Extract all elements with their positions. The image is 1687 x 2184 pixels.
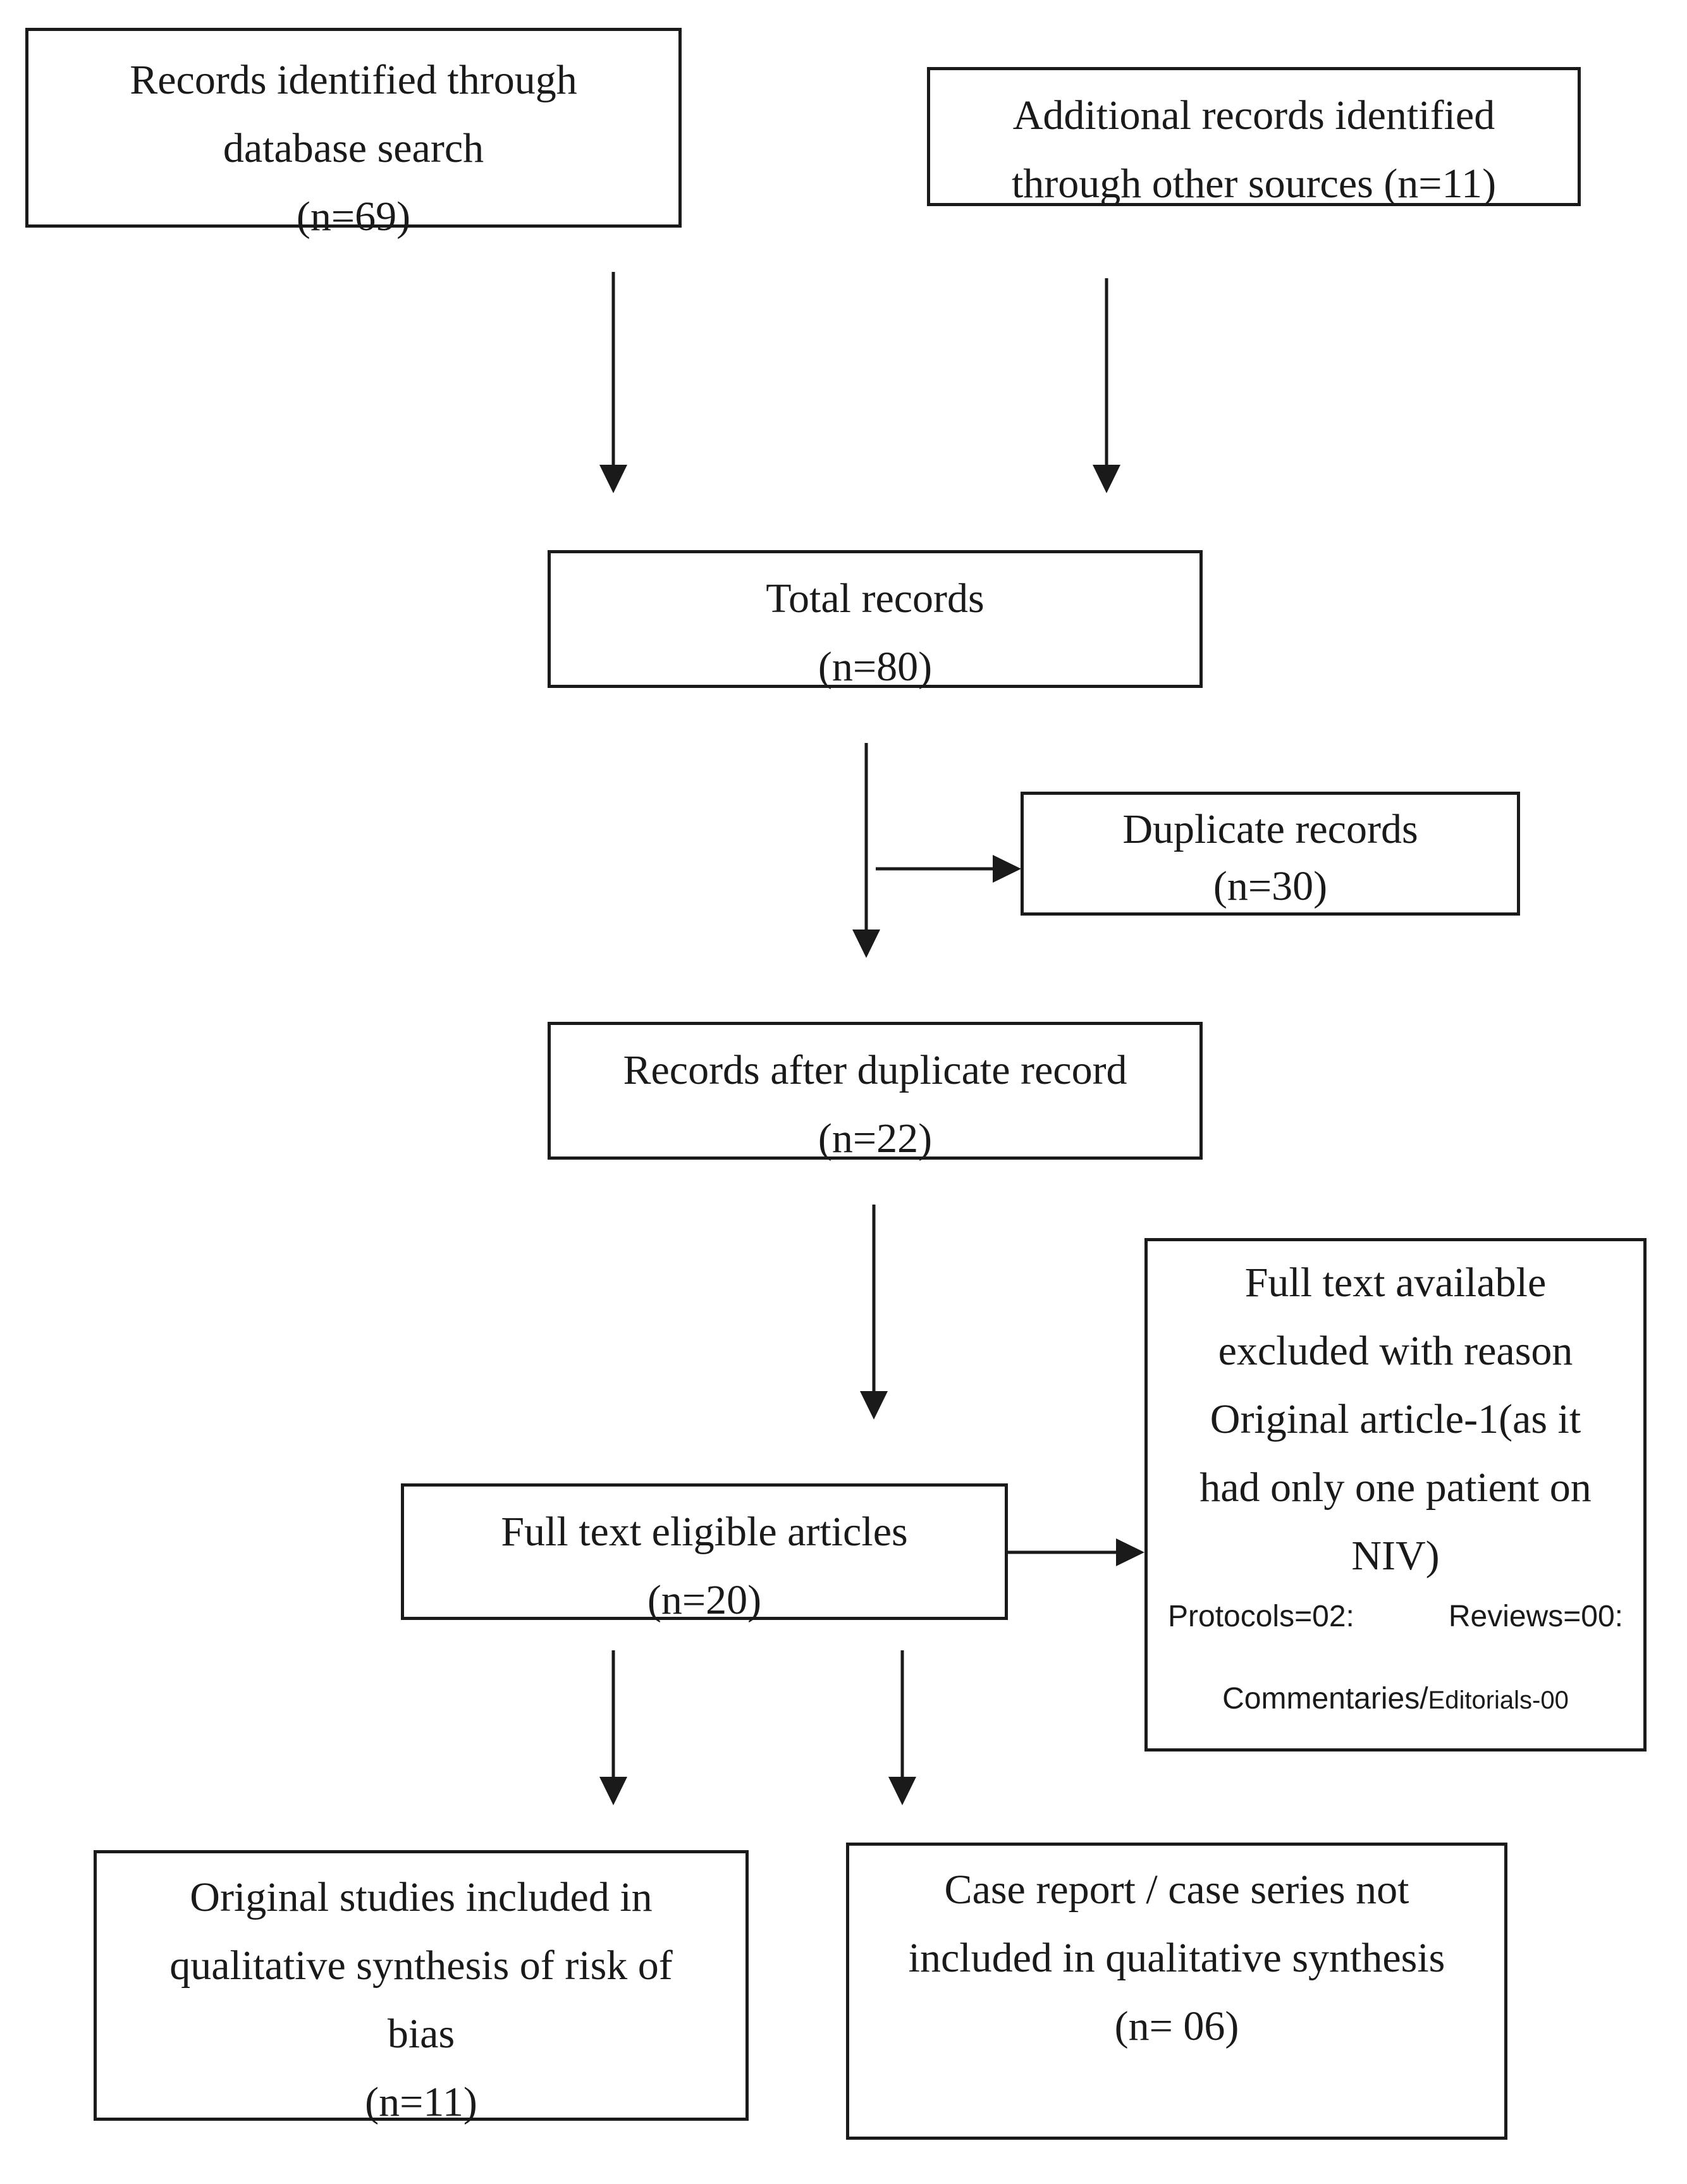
excluded-commentaries: Commentaries/: [1222, 1682, 1428, 1715]
case-reports-line2: included in qualitative synthesis: [908, 1935, 1445, 1981]
arrowhead-eligible-to-original: [599, 1777, 627, 1805]
duplicate-records-count: (n=30): [1213, 863, 1328, 909]
database-search-box: Records identified through database sear…: [25, 28, 682, 240]
arrowhead-other-to-total: [1093, 465, 1120, 493]
arrowhead-to-duplicates: [993, 855, 1021, 883]
excluded-counts-row: Protocols=02: Reviews=00:: [1168, 1598, 1623, 1636]
duplicate-records-label: Duplicate records: [1122, 806, 1418, 852]
excluded-line2: excluded with reason: [1218, 1328, 1573, 1374]
total-records-box: Total records (n=80): [548, 550, 1203, 690]
arrowhead-eligible-to-case: [888, 1777, 916, 1805]
excluded-editorials: Editorials-00: [1428, 1686, 1569, 1714]
other-sources-box: Additional records identified through ot…: [927, 67, 1581, 207]
database-search-line2: database search: [223, 125, 484, 171]
eligible-count: (n=20): [647, 1577, 762, 1623]
database-search-line1: Records identified through: [130, 57, 577, 103]
case-reports-count: (n= 06): [1114, 2003, 1239, 2049]
original-studies-box: Original studies included in qualitative…: [94, 1850, 749, 2125]
excluded-line5: NIV): [1351, 1533, 1440, 1579]
total-records-label: Total records: [766, 575, 985, 622]
excluded-line1: Full text available: [1244, 1260, 1547, 1306]
eligible-box: Full text eligible articles (n=20): [401, 1483, 1008, 1623]
excluded-line4: had only one patient on: [1199, 1464, 1592, 1511]
total-records-count: (n=80): [818, 644, 933, 690]
after-duplicates-count: (n=22): [818, 1115, 933, 1162]
excluded-box: Full text available excluded with reason…: [1144, 1238, 1647, 1751]
original-studies-count: (n=11): [365, 2079, 477, 2125]
database-search-count: (n=69): [296, 193, 411, 240]
excluded-commentaries-row: Commentaries/Editorials-00: [1222, 1661, 1569, 1729]
arrowhead-total-to-after: [852, 929, 880, 958]
arrowhead-after-to-eligible: [860, 1391, 888, 1420]
excluded-reviews: Reviews=00:: [1448, 1600, 1623, 1633]
other-sources-line1: Additional records identified: [1012, 92, 1495, 138]
other-sources-line2: through other sources (n=11): [1011, 161, 1497, 207]
arrowhead-to-excluded: [1116, 1538, 1144, 1566]
original-studies-line3: bias: [387, 2011, 455, 2057]
arrowhead-database-to-total: [599, 465, 627, 493]
duplicate-records-box: Duplicate records (n=30): [1021, 792, 1520, 916]
case-reports-box: Case report / case series not included i…: [846, 1843, 1507, 2140]
excluded-line3: Original article-1(as it: [1210, 1396, 1581, 1442]
eligible-label: Full text eligible articles: [501, 1509, 908, 1555]
original-studies-line1: Original studies included in: [190, 1874, 653, 1920]
after-duplicates-label: Records after duplicate record: [623, 1047, 1127, 1093]
case-reports-line1: Case report / case series not: [944, 1867, 1409, 1913]
after-duplicates-box: Records after duplicate record (n=22): [548, 1022, 1203, 1162]
original-studies-line2: qualitative synthesis of risk of: [169, 1942, 673, 1989]
excluded-protocols: Protocols=02:: [1168, 1600, 1354, 1633]
